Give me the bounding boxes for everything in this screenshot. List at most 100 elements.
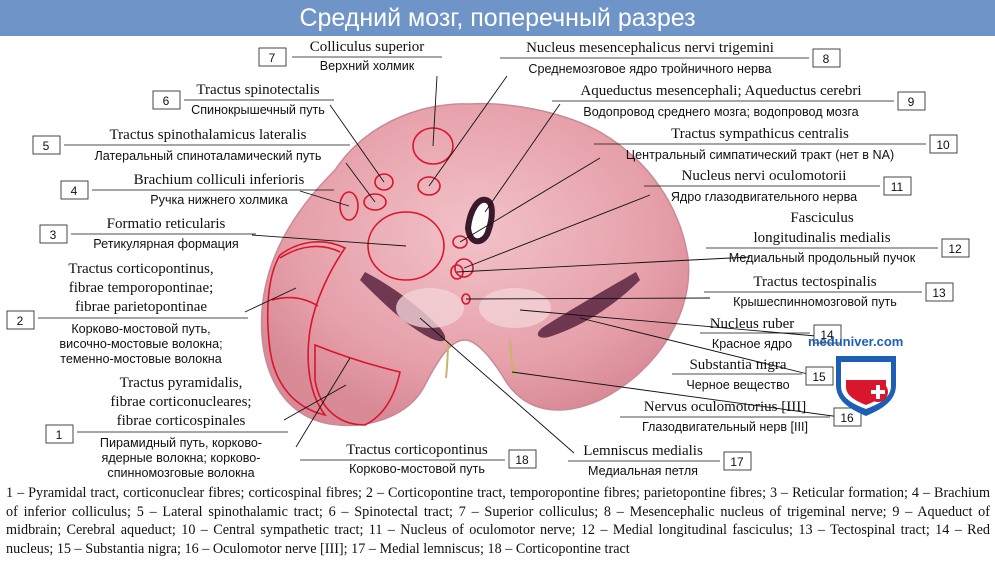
label-5: 5 Tractus spinothalamicus lateralis Лате…	[32, 127, 350, 163]
leader-17	[419, 317, 575, 454]
svg-text:fibrae corticospinales: fibrae corticospinales	[117, 413, 246, 429]
svg-text:Медиальная петля: Медиальная петля	[588, 464, 698, 478]
svg-text:Красное ядро: Красное ядро	[712, 337, 792, 351]
svg-text:Tractus spinothalamicus latera: Tractus spinothalamicus lateralis	[110, 127, 307, 143]
svg-text:16: 16	[840, 411, 854, 425]
spinotectal-outline	[363, 193, 387, 211]
label-10: 10 Tractus sympathicus centralis Централ…	[594, 126, 958, 162]
svg-text:9: 9	[908, 95, 915, 109]
svg-text:Спинокрышечный путь: Спинокрышечный путь	[191, 103, 325, 117]
svg-text:Colliculus superior: Colliculus superior	[310, 39, 425, 55]
svg-text:Nucleus nervi oculomotorii: Nucleus nervi oculomotorii	[682, 168, 847, 184]
label-15: 15 Substantia nigra Черное вещество	[672, 357, 834, 392]
substantia-nigra-right	[537, 272, 640, 338]
leader-6	[329, 104, 385, 183]
svg-text:Tractus pyramidalis,: Tractus pyramidalis,	[120, 375, 243, 391]
label-7: 7 Colliculus superior Верхний холмик	[258, 39, 442, 73]
title-banner	[0, 0, 995, 36]
svg-text:Nucleus ruber: Nucleus ruber	[710, 316, 795, 332]
svg-text:7: 7	[269, 51, 276, 65]
oculomotor-nucleus-outline	[452, 235, 468, 249]
svg-text:2: 2	[17, 314, 24, 328]
figure-caption: 1 – Pyramidal tract, corticonuclear fibr…	[6, 485, 990, 557]
peduncle-band	[271, 296, 319, 307]
svg-text:8: 8	[823, 52, 830, 66]
svg-text:Aqueductus mesencephali; Aqued: Aqueductus mesencephali; Aqueductus cere…	[580, 83, 861, 99]
svg-text:Ядро глазодвигательного нерва: Ядро глазодвигательного нерва	[671, 190, 857, 204]
svg-text:Корково-мостовой путь: Корково-мостовой путь	[349, 462, 485, 476]
svg-text:височно-мостовые волокна;: височно-мостовые волокна;	[59, 337, 222, 351]
label-17: 17 Lemniscus medialis Медиальная петля	[568, 443, 752, 478]
svg-text:Ретикулярная формация: Ретикулярная формация	[93, 237, 238, 251]
svg-text:Глазодвигательный нерв [III]: Глазодвигательный нерв [III]	[642, 420, 808, 434]
svg-text:fibrae parietopontinae: fibrae parietopontinae	[75, 299, 207, 315]
svg-text:11: 11	[891, 180, 904, 194]
label-9: 9 Aqueductus mesencephali; Aqueductus ce…	[552, 83, 926, 119]
label-16: 16 Nervus oculomotorius [III] Глазодвига…	[620, 399, 862, 434]
shield-icon	[836, 356, 896, 416]
leader-16	[511, 371, 841, 418]
brachium-outline	[339, 191, 359, 221]
leader-10	[459, 157, 601, 243]
svg-text:Tractus spinotectalis: Tractus spinotectalis	[196, 82, 319, 98]
svg-text:Медиальный продольный пучок: Медиальный продольный пучок	[729, 251, 916, 265]
svg-text:Центральный симпатический трак: Центральный симпатический тракт (нет в N…	[626, 148, 894, 162]
svg-text:longitudinalis medialis: longitudinalis medialis	[753, 230, 890, 246]
svg-text:Nervus oculomotorius [III]: Nervus oculomotorius [III]	[644, 399, 806, 415]
leader-2	[244, 287, 297, 313]
watermark-text: meduniver.com	[808, 334, 903, 349]
leader-15	[579, 317, 817, 377]
label-8: 8 Nucleus mesencephalicus nervi trigemin…	[500, 40, 841, 76]
leader-13	[465, 297, 711, 300]
label-12: 12 Fasciculus longitudinalis medialis Ме…	[706, 210, 970, 265]
svg-text:Среднемозговое ядро тройничног: Среднемозговое ядро тройничного нерва	[528, 62, 771, 76]
mlf-outline	[454, 258, 474, 278]
svg-text:Водопровод среднего мозга; вод: Водопровод среднего мозга; водопровод мо…	[583, 105, 858, 119]
reticular-formation-outline	[367, 211, 445, 281]
svg-text:Tractus tectospinalis: Tractus tectospinalis	[753, 274, 876, 290]
svg-text:Корково-мостовой путь,: Корково-мостовой путь,	[71, 322, 210, 336]
leader-5	[345, 162, 376, 203]
leader-4	[299, 190, 350, 207]
page-title: Средний мозг, поперечный разрез	[299, 4, 696, 32]
pyramidal-outline	[314, 343, 401, 426]
leader-18	[295, 357, 351, 448]
svg-text:4: 4	[71, 184, 78, 198]
svg-text:14: 14	[820, 328, 834, 342]
leader-12	[456, 256, 751, 273]
leader-3	[251, 234, 407, 247]
label-3: 3 Formatio reticularis Ретикулярная форм…	[39, 216, 256, 251]
svg-text:Латеральный спиноталамический: Латеральный спиноталамический путь	[95, 149, 322, 163]
svg-text:Formatio reticularis: Formatio reticularis	[107, 216, 226, 232]
svg-text:5: 5	[43, 139, 50, 153]
label-4: 4 Brachium colliculi inferioris Ручка ни…	[60, 172, 334, 207]
svg-text:Nucleus mesencephalicus nervi: Nucleus mesencephalicus nervi trigemini	[526, 40, 774, 56]
leader-8	[428, 75, 508, 187]
label-6: 6 Tractus spinotectalis Спинокрышечный п…	[152, 82, 334, 117]
cerebral-peduncle-outline	[266, 241, 347, 417]
label-14: 14 Nucleus ruber Красное ядро	[700, 316, 842, 351]
label-1: 1 Tractus pyramidalis, fibrae corticonuc…	[45, 375, 288, 480]
label-13: 13 Tractus tectospinalis Крышеспинномозг…	[704, 274, 954, 309]
svg-text:спинномозговые волокна: спинномозговые волокна	[107, 466, 254, 480]
colliculus-small-outline	[417, 176, 441, 196]
svg-text:6: 6	[163, 94, 170, 108]
svg-text:Tractus corticopontinus,: Tractus corticopontinus,	[68, 261, 213, 277]
svg-text:12: 12	[948, 242, 962, 256]
svg-text:Tractus corticopontinus: Tractus corticopontinus	[346, 442, 488, 458]
svg-text:Крышеспинномозговой путь: Крышеспинномозговой путь	[733, 295, 897, 309]
svg-text:10: 10	[936, 138, 950, 152]
oculomotor-nerve-right	[509, 339, 515, 377]
svg-text:17: 17	[730, 455, 744, 469]
red-nucleus-right	[479, 288, 551, 328]
svg-text:Substantia nigra: Substantia nigra	[689, 357, 786, 373]
oculomotor-nerve-left	[445, 339, 449, 379]
svg-text:fibrae corticonucleares;: fibrae corticonucleares;	[110, 394, 251, 410]
leader-14	[519, 309, 817, 337]
svg-text:18: 18	[515, 453, 529, 467]
svg-text:Fasciculus: Fasciculus	[790, 210, 853, 226]
leader-1	[283, 384, 347, 421]
svg-text:3: 3	[50, 228, 57, 242]
spinothalamic-outline	[374, 173, 394, 191]
svg-text:Пирамидный путь, корково-: Пирамидный путь, корково-	[100, 436, 262, 450]
